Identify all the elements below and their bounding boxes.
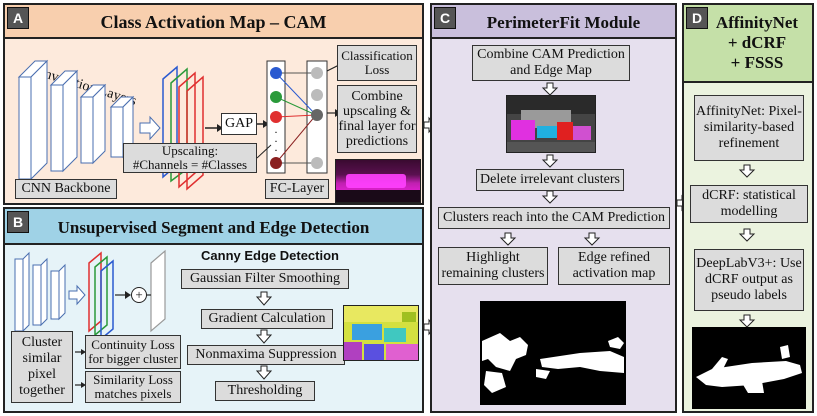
cluster-box: Cluster similar pixel together (11, 331, 73, 403)
continuity-box: Continuity Loss for bigger cluster (85, 335, 181, 369)
pseudo-label-image (692, 327, 806, 409)
fc-layer-network (266, 60, 345, 174)
fc-layer-label: FC-Layer (265, 179, 329, 199)
panel-d: D AffinityNet + dCRF + FSSS AffinityNet:… (682, 3, 814, 413)
gap-arrow (257, 120, 269, 128)
combine-upscaling-box: Combine upscaling & final layer for pred… (337, 85, 417, 153)
dcrf-box: dCRF: statistical modelling (690, 185, 808, 223)
panel-b-title: Unsupervised Segment and Edge Detection (57, 218, 370, 237)
segmentation-image (343, 305, 419, 361)
combined-image (506, 95, 596, 153)
delete-clusters-box: Delete irrelevant clusters (476, 169, 624, 191)
panel-c-arrows (499, 82, 601, 246)
plus-sign: + (131, 287, 147, 303)
unsup-cnn-blocks (14, 249, 166, 388)
canny-title: Canny Edge Detection (201, 248, 339, 263)
panel-b-header (5, 209, 422, 245)
highlight-box: Highlight remaining clusters (438, 247, 548, 285)
gap-box: GAP (221, 113, 257, 135)
panel-c-header (432, 5, 675, 39)
panel-b: B Unsupervised Segment and Edge Detectio… (3, 207, 424, 413)
panel-b-badge: B (7, 211, 29, 233)
upscale-arrow (256, 144, 272, 159)
similarity-box: Similarity Loss matches pixels (85, 371, 181, 403)
panel-d-arrows (738, 164, 756, 328)
clusters-reach-box: Clusters reach into the CAM Prediction (438, 207, 670, 229)
gaussian-box: Gaussian Filter Smoothing (181, 269, 349, 289)
cam-prediction-image (335, 159, 421, 203)
panel-a: A Class Activation Map – CAM Convolution… (3, 3, 424, 205)
fc-dots: . . . (274, 122, 278, 154)
panel-d-badge: D (686, 7, 708, 29)
panel-c-title: PerimeterFit Module (486, 13, 641, 32)
edge-refined-box: Edge refined activation map (558, 247, 670, 285)
gradient-box: Gradient Calculation (201, 309, 333, 329)
threshold-box: Thresholding (215, 381, 315, 401)
classification-loss-box: Classification Loss (337, 45, 417, 81)
cnn-backbone-label: CNN Backbone (15, 179, 117, 199)
panel-a-badge: A (7, 7, 29, 29)
panel-d-title: AffinityNet + dCRF + FSSS (715, 13, 799, 72)
panel-c-badge: C (434, 7, 456, 29)
upscaling-box: Upscaling: #Channels = #Classes (123, 143, 257, 173)
deeplab-box: DeepLabV3+: Use dCRF output as pseudo la… (694, 249, 804, 311)
cnn-backbone-blocks (17, 59, 161, 181)
panel-a-title: Class Activation Map – CAM (100, 12, 327, 32)
canny-arrows (255, 291, 273, 380)
affinitynet-box: AffinityNet: Pixel-similarity-based refi… (694, 95, 804, 161)
combine-cam-box: Combine CAM Prediction and Edge Map (472, 45, 630, 81)
panel-c: C PerimeterFit Module Combine CAM Predic… (430, 3, 677, 413)
edge-refined-image (480, 301, 626, 405)
panel-a-header (5, 5, 422, 39)
